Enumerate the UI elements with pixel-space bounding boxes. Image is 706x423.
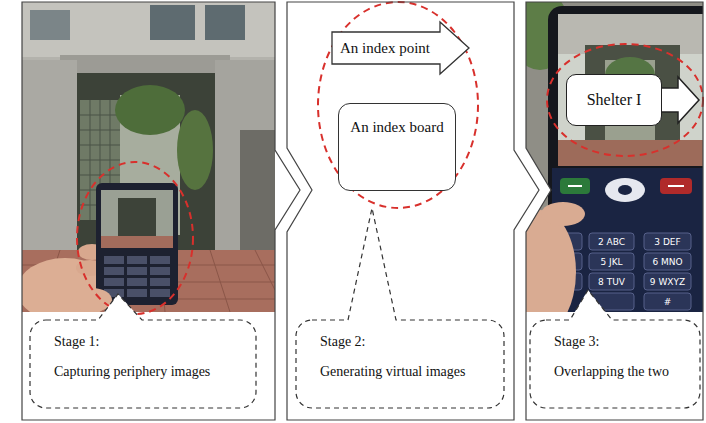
stage-heading: Stage 3: (554, 333, 600, 351)
stage-heading: Stage 2: (320, 333, 366, 351)
keypad-key-label: # (664, 297, 672, 306)
panel-frame (287, 2, 539, 420)
stage-description: Overlapping the two (554, 363, 669, 381)
stage-heading: Stage 1: (54, 333, 100, 351)
stage-description: Generating virtual images (320, 363, 465, 381)
keypad-key-label: 8 TUV (598, 277, 625, 286)
index-board: An index board (338, 103, 456, 191)
node-label: Shelter I (587, 91, 642, 109)
focus-ellipse (318, 2, 478, 208)
arrow-shape (332, 22, 469, 74)
shelter-sign: Shelter I (566, 74, 662, 126)
stage-description: Capturing periphery images (54, 363, 210, 381)
stage-callout: Stage 2: Generating virtual images (296, 320, 504, 408)
panel-frame (526, 2, 703, 420)
keypad-key-label: 9 WXYZ (650, 277, 685, 286)
keypad-key-label: 2 ABC (598, 237, 625, 246)
keypad-key-label: 6 MNO (652, 257, 682, 266)
keypad-key-label: 5 JKL (600, 257, 622, 266)
callout-shape (530, 290, 700, 408)
focus-ellipse (547, 44, 703, 156)
stage-callout: Stage 3: Overlapping the two (530, 320, 700, 408)
keypad-key-label: 3 DEF (654, 237, 680, 246)
focus-ellipse (77, 162, 193, 314)
callout-shape (30, 294, 256, 408)
stage-callout: Stage 1: Capturing periphery images (30, 320, 256, 408)
panel-frame (22, 2, 300, 420)
node-label: An index point (340, 39, 430, 57)
direction-arrow (660, 77, 699, 123)
photo-phone (504, 0, 706, 334)
index-point-arrow: An index point (332, 22, 470, 74)
node-label: An index board (350, 118, 443, 136)
callout-shape (296, 208, 504, 408)
photo-building (22, 2, 275, 312)
